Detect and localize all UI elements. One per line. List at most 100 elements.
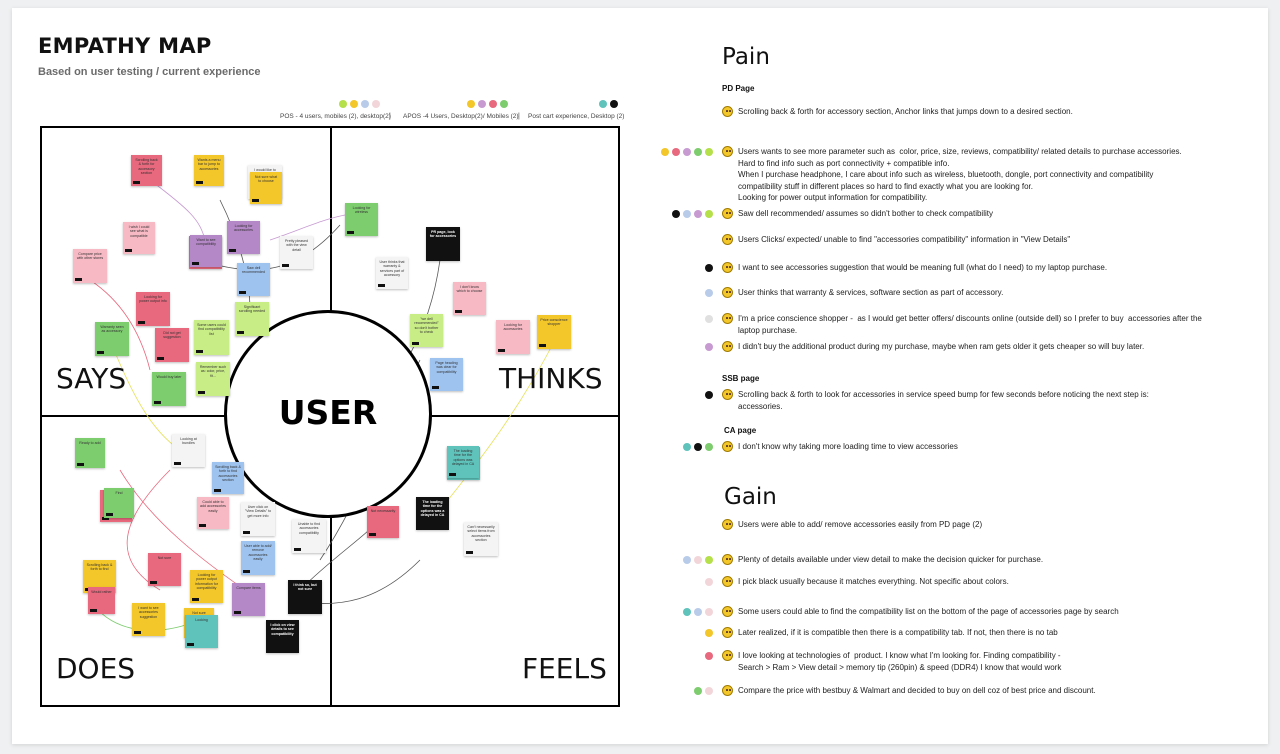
page-title: EMPATHY MAP [36,34,214,58]
sticky-note-text: Page heading was clear for compatibility [435,361,458,374]
sticky-note-tag [214,489,221,492]
sticky-note-text: The loading time for the options was del… [451,449,475,467]
legend-separator: | [389,113,391,120]
sticky-note[interactable]: Looking for power output info [136,292,170,326]
sticky-note-tag [378,284,385,287]
user-dot [705,315,713,323]
pain-user-dots [705,391,713,399]
gain-text: Users were able to add/ remove accessori… [738,520,983,529]
user-dot [683,210,691,218]
sticky-note[interactable]: Compare items [232,583,265,616]
sticky-note[interactable]: Looking for wireless [345,203,378,236]
sticky-note[interactable]: Warranty seen as accessory [95,322,129,356]
sticky-note[interactable]: Scrolling back & forth to find accessori… [212,462,244,494]
sticky-note[interactable]: Wants a menu bar to jump to accessories [194,155,224,186]
sticky-note-text: Wants a menu bar to jump to accessories [197,158,221,171]
sticky-note[interactable]: I want to see accessories suggestion [132,603,165,636]
sticky-note[interactable]: Not sure [148,553,181,586]
legend-dot [467,100,475,108]
sticky-note[interactable]: I don't know which to choose [453,282,486,315]
sticky-note[interactable]: Would buy later [152,372,186,406]
sticky-note[interactable]: Page heading was clear for compatibility [430,358,463,391]
pain-text: Saw dell recommended/ assumes so didn't … [738,209,993,218]
sticky-note[interactable]: User able to add/ remove accessories eas… [241,541,275,575]
emoji-face-icon [722,262,733,273]
sticky-note[interactable]: Can't necessarily select items from acce… [464,522,498,556]
sticky-note[interactable]: Find [104,488,134,518]
gain-user-dots [683,608,713,616]
sticky-note[interactable]: Not necessarily [367,506,399,538]
sticky-note[interactable]: Looking for accessories [496,320,530,354]
sticky-note-text: Warranty seen as accessory [100,325,124,334]
pain-text: Users Clicks/ expected/ unable to find "… [738,235,1071,244]
sticky-note[interactable]: User click on "View Details" to get more… [241,502,275,536]
sticky-note[interactable]: I click on view details to see compatibi… [266,620,299,653]
sticky-note[interactable]: Saw dell recommended [237,263,270,296]
sticky-note-tag [192,598,199,601]
sticky-note[interactable]: Looking for power output information for… [190,570,223,603]
pain-user-dots [705,264,713,272]
sticky-note[interactable]: "we dell recommended" so don't bother to… [410,314,443,347]
sticky-note[interactable]: Pretty pleased with the view detail [280,236,313,269]
user-dot [705,578,713,586]
sticky-note[interactable]: Would rather [88,587,115,614]
sticky-note[interactable]: User thinks that warranty & services par… [376,257,408,289]
sticky-note[interactable]: The loading time for the options was a d… [416,497,449,530]
sticky-note[interactable]: I wish I could see what is compatible [123,222,155,254]
sticky-note[interactable]: Scrolling back & forth for accessory sec… [131,155,162,186]
gain-text: Compare the price with bestbuy & Walmart… [738,686,1096,695]
legend-apos-dots [467,100,508,108]
sticky-note[interactable]: Could able to add accessories easily [197,497,229,529]
sticky-note[interactable]: Not sure what to choose [250,172,282,204]
sticky-note-text: I want to see accessories suggestion [138,606,159,619]
user-dot [694,608,702,616]
sticky-note-text: I think so, but not sure [293,583,317,592]
sticky-note-tag [239,291,246,294]
gain-text: I love looking at technologies of produc… [738,651,1062,672]
emoji-face-icon [722,389,733,400]
sticky-note[interactable]: Some users could find compatibility list [194,320,229,355]
emoji-face-icon [722,554,733,565]
sticky-note-text: Compare items [236,586,261,590]
sticky-note[interactable]: Ready to add [75,438,105,468]
legend-postcart-dots [599,100,618,108]
user-dot [705,443,713,451]
sticky-note[interactable]: Looking [185,615,218,648]
sticky-note[interactable]: The loading time for the options was del… [447,446,479,478]
sticky-note[interactable]: Looking for accessories [227,221,260,254]
sticky-note[interactable]: PR page, look for accessories [426,227,460,261]
sticky-note[interactable]: Significant scrolling needed [235,302,269,336]
user-dot [694,148,702,156]
emoji-face-icon [722,106,733,117]
emoji-face-icon [722,685,733,696]
sticky-note[interactable]: Compare price with other stores [73,249,107,283]
emoji-face-icon [722,576,733,587]
sticky-note[interactable]: Price conscience shopper [537,315,571,349]
sticky-note-tag [75,278,82,281]
sticky-note-text: Can't necessarily select items from acce… [467,525,495,543]
sticky-note-tag [106,513,113,516]
user-dot [705,148,713,156]
sticky-note-text: User thinks that warranty & services par… [379,260,405,278]
emoji-face-icon [722,287,733,298]
sticky-note[interactable]: Did not get suggestion [155,328,189,362]
sticky-note[interactable]: Want to see compatibility [190,235,222,267]
sticky-note-tag [252,199,259,202]
sticky-note-text: Looking for power output info [139,295,167,304]
legend-pos-label: POS - 4 users, mobiles (2), desktop(2) [280,113,391,120]
sticky-note[interactable]: Remember such as: color, price, fit... [196,362,230,396]
sticky-note[interactable]: Unable to find accessories compatibility [292,519,326,553]
gain-text: I pick black usually because it matches … [738,577,1009,586]
sticky-note-text: Significant scrolling needed [238,305,266,314]
sticky-note-text: User able to add/ remove accessories eas… [244,544,272,562]
sticky-note-tag [412,342,419,345]
sticky-note[interactable]: I think so, but not sure [288,580,322,614]
pain-ssb-subheading: SSB page [722,374,760,383]
sticky-note[interactable]: Looking at bundles [172,434,205,467]
sticky-note-text: Ready to add [79,441,101,445]
legend-dot [478,100,486,108]
sticky-note-text: Remember such as: color, price, fit... [199,365,227,378]
sticky-note-text: Saw dell recommended [242,266,265,275]
sticky-note-tag [455,310,462,313]
legend-postcart-label: Post cart experience, Desktop (2) [528,113,625,120]
